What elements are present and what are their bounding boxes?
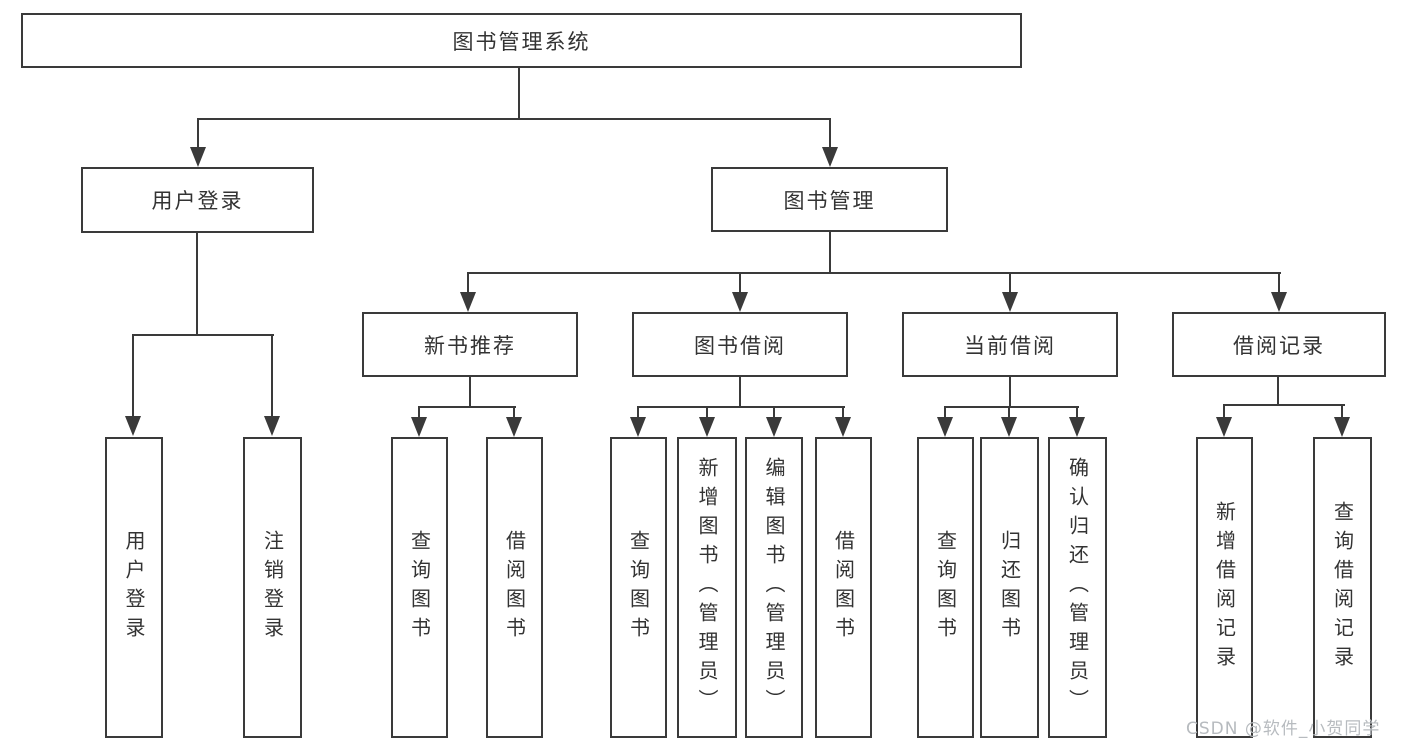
arrow-down-icon	[125, 416, 141, 436]
connector-line	[637, 406, 639, 420]
node-label: 确认归还（管理员）	[1065, 457, 1090, 718]
connector-line	[739, 377, 741, 408]
arrow-down-icon	[1271, 292, 1287, 312]
node-new-book-recommend: 新书推荐	[362, 312, 578, 377]
connector-line	[1009, 272, 1011, 298]
arrow-down-icon	[460, 292, 476, 312]
arrow-down-icon	[937, 417, 953, 437]
arrow-down-icon	[766, 417, 782, 437]
connector-line	[1341, 404, 1343, 420]
arrow-down-icon	[732, 292, 748, 312]
connector-line	[271, 334, 273, 418]
connector-line	[197, 118, 831, 120]
leaf-add-borrow-record: 新增借阅记录	[1196, 437, 1253, 738]
connector-line	[132, 334, 134, 418]
arrow-down-icon	[1334, 417, 1350, 437]
node-label: 借阅图书	[502, 529, 527, 646]
node-system-root: 图书管理系统	[21, 13, 1022, 68]
arrow-down-icon	[506, 417, 522, 437]
connector-line	[197, 118, 199, 152]
arrow-down-icon	[822, 147, 838, 167]
arrow-down-icon	[1002, 292, 1018, 312]
node-label: 归还图书	[997, 529, 1022, 646]
arrow-down-icon	[1069, 417, 1085, 437]
connector-line	[1278, 272, 1280, 298]
connector-line	[418, 406, 516, 408]
connector-line	[829, 118, 831, 152]
connector-line	[829, 232, 831, 274]
connector-line	[132, 334, 274, 336]
node-borrow-records: 借阅记录	[1172, 312, 1386, 377]
node-user-login: 用户登录	[81, 167, 314, 233]
connector-line	[1277, 377, 1279, 406]
connector-line	[469, 377, 471, 408]
connector-line	[1008, 406, 1010, 420]
node-label: 查询图书	[626, 529, 651, 646]
node-label: 借阅记录	[1233, 333, 1325, 358]
leaf-logout: 注销登录	[243, 437, 302, 738]
node-label: 查询图书	[933, 529, 958, 646]
leaf-recommend-borrow-books: 借阅图书	[486, 437, 543, 738]
arrow-down-icon	[411, 417, 427, 437]
node-label: 查询图书	[407, 529, 432, 646]
leaf-confirm-return-admin: 确认归还（管理员）	[1048, 437, 1107, 738]
node-current-borrow: 当前借阅	[902, 312, 1118, 377]
node-label: 查询借阅记录	[1330, 500, 1355, 675]
node-label: 图书管理系统	[452, 29, 591, 54]
node-book-management: 图书管理	[711, 167, 948, 232]
connector-line	[467, 272, 1281, 274]
node-label: 新增借阅记录	[1212, 500, 1237, 675]
csdn-watermark: CSDN @软件_小贺同学	[1186, 719, 1381, 739]
node-book-borrow: 图书借阅	[632, 312, 848, 377]
node-label: 用户登录	[122, 529, 146, 646]
connector-line	[944, 406, 946, 420]
node-label: 当前借阅	[964, 333, 1056, 358]
node-label: 注销登录	[260, 529, 285, 646]
arrow-down-icon	[699, 417, 715, 437]
node-label: 图书管理	[783, 188, 876, 213]
connector-line	[1223, 404, 1225, 420]
connector-line	[1009, 377, 1011, 408]
connector-line	[513, 406, 515, 420]
connector-line	[1223, 404, 1345, 406]
leaf-current-query-books: 查询图书	[917, 437, 974, 738]
connector-line	[842, 406, 844, 420]
arrow-down-icon	[264, 416, 280, 436]
connector-line	[196, 233, 198, 336]
connector-line	[706, 406, 708, 420]
connector-line	[1076, 406, 1078, 420]
connector-line	[773, 406, 775, 420]
node-label: 用户登录	[151, 189, 244, 213]
arrow-down-icon	[190, 147, 206, 167]
leaf-borrow-books: 借阅图书	[815, 437, 872, 738]
connector-line	[944, 406, 1079, 408]
node-label: 新书推荐	[424, 333, 516, 358]
leaf-borrow-query-books: 查询图书	[610, 437, 667, 738]
leaf-return-books: 归还图书	[980, 437, 1039, 738]
node-label: 借阅图书	[831, 529, 856, 646]
leaf-edit-books-admin: 编辑图书（管理员）	[745, 437, 803, 738]
connector-line	[467, 272, 469, 298]
arrow-down-icon	[630, 417, 646, 437]
connector-line	[418, 406, 420, 420]
node-label: 新增图书（管理员）	[695, 457, 719, 718]
leaf-user-login: 用户登录	[105, 437, 163, 738]
arrow-down-icon	[835, 417, 851, 437]
node-label: 编辑图书（管理员）	[762, 457, 786, 718]
leaf-query-borrow-record: 查询借阅记录	[1313, 437, 1372, 738]
arrow-down-icon	[1001, 417, 1017, 437]
connector-line	[637, 406, 845, 408]
leaf-recommend-query-books: 查询图书	[391, 437, 448, 738]
connector-line	[518, 68, 520, 120]
leaf-add-books-admin: 新增图书（管理员）	[677, 437, 737, 738]
node-label: 图书借阅	[694, 333, 786, 358]
connector-line	[739, 272, 741, 298]
arrow-down-icon	[1216, 417, 1232, 437]
